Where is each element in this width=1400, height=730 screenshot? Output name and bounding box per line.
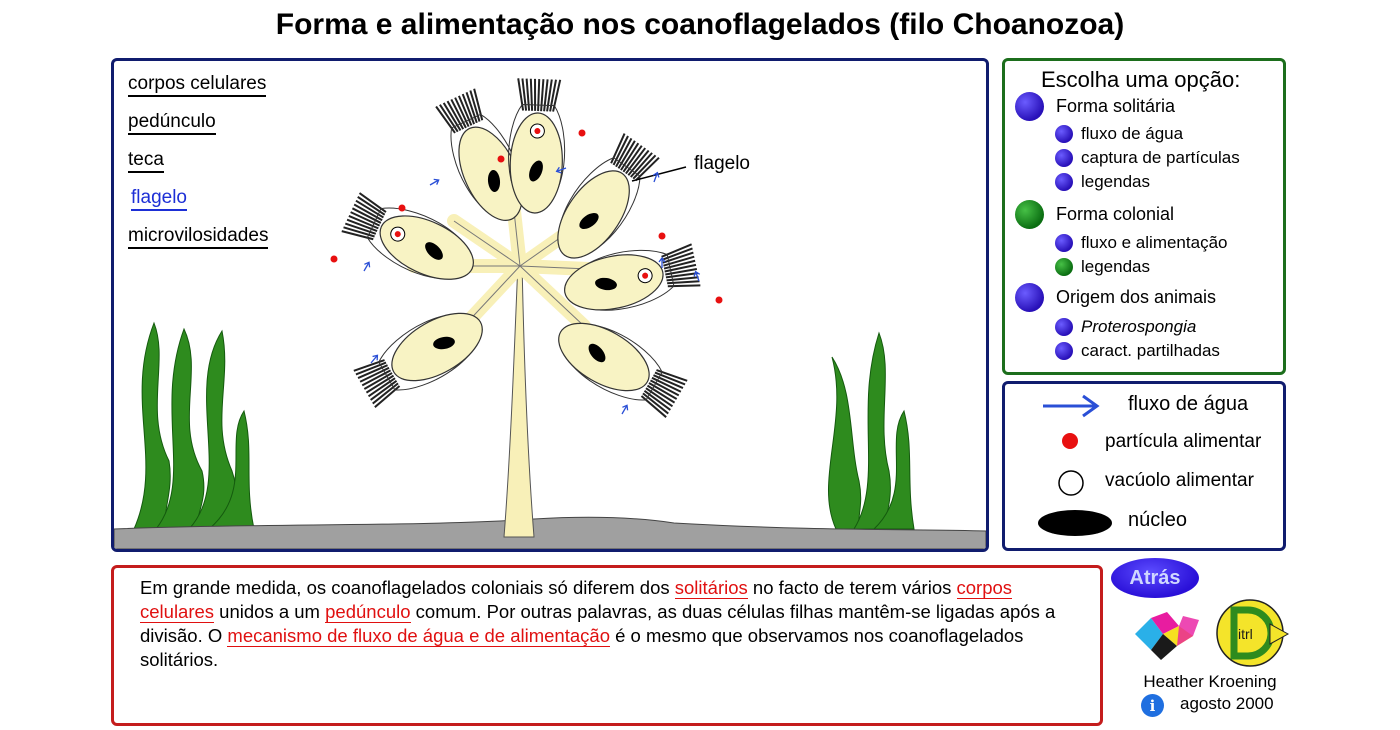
label-corpos-celulares[interactable]: corpos celulares xyxy=(128,73,267,97)
legend-food-particle: partícula alimentar xyxy=(1105,431,1262,452)
option-bullet-icon xyxy=(1055,173,1073,191)
option-bullet-icon xyxy=(1055,342,1073,360)
water-flow-arrow-icon xyxy=(1043,394,1100,418)
option-bullet-icon xyxy=(1015,200,1044,229)
option-caract-partilhadas[interactable]: caract. partilhadas xyxy=(1055,341,1220,361)
option-bullet-icon xyxy=(1015,283,1044,312)
page-title: Forma e alimentação nos coanoflagelados … xyxy=(275,8,1125,41)
flagellum-pointer-label: flagelo xyxy=(694,153,750,174)
link-corpos-celulares[interactable]: corpos celulares xyxy=(140,577,1013,623)
option-bullet-icon xyxy=(1055,258,1073,276)
option-origem-dos-animais[interactable]: Origem dos animais xyxy=(1015,283,1216,312)
food-particle-icon xyxy=(1062,433,1078,449)
option-fluxo-de-agua[interactable]: fluxo de água xyxy=(1055,124,1183,144)
options-menu: Escolha uma opção: Forma solitária fluxo… xyxy=(1002,58,1286,375)
link-mecanismo[interactable]: mecanismo de fluxo de água e de alimenta… xyxy=(227,625,610,647)
info-icon[interactable]: i xyxy=(1141,694,1164,717)
link-pedunculo[interactable]: pedúnculo xyxy=(325,601,411,623)
link-solitarios[interactable]: solitários xyxy=(674,577,748,599)
illustration-panel: corpos celulares pedúnculo teca flagelo … xyxy=(111,58,989,552)
option-bullet-icon xyxy=(1055,125,1073,143)
option-legendas-colonial[interactable]: legendas xyxy=(1055,257,1150,277)
dtrl-logo-icon[interactable]: itrl xyxy=(1214,598,1290,668)
option-legendas-solitaria[interactable]: legendas xyxy=(1055,172,1150,192)
option-proterospongia[interactable]: Proterospongia xyxy=(1055,317,1196,337)
legend-food-vacuole: vacúolo alimentar xyxy=(1105,470,1254,491)
cell-body xyxy=(508,78,566,214)
food-vacuole-icon xyxy=(1058,470,1084,496)
cell-body xyxy=(557,133,660,259)
cell-body xyxy=(558,322,688,418)
logo2-text: itrl xyxy=(1238,626,1253,642)
cell-body xyxy=(564,243,701,311)
author: Heather Kroening xyxy=(1143,672,1277,691)
legend-water-flow: fluxo de água xyxy=(1128,393,1249,415)
option-forma-solitaria[interactable]: Forma solitária xyxy=(1015,92,1175,121)
label-pedunculo[interactable]: pedúnculo xyxy=(128,111,216,135)
nucleus-icon xyxy=(1038,510,1112,536)
legend-nucleus: núcleo xyxy=(1128,509,1187,531)
label-microvilosidades[interactable]: microvilosidades xyxy=(128,225,269,249)
cell-body xyxy=(435,88,523,221)
option-bullet-icon xyxy=(1055,318,1073,336)
description-text: Em grande medida, os coanoflagelados col… xyxy=(140,577,1056,670)
cell-body xyxy=(353,312,483,408)
label-list: corpos celulares pedúnculo teca flagelo … xyxy=(128,73,269,263)
option-bullet-icon xyxy=(1055,149,1073,167)
cell-body xyxy=(341,192,474,280)
cube-logo-icon[interactable] xyxy=(1135,612,1199,660)
option-bullet-icon xyxy=(1055,234,1073,252)
label-flagelo[interactable]: flagelo xyxy=(131,187,187,211)
back-button[interactable]: Atrás xyxy=(1111,558,1199,598)
date: agosto 2000 xyxy=(1180,694,1274,713)
option-fluxo-e-alimentacao[interactable]: fluxo e alimentação xyxy=(1055,233,1227,253)
choanoflagellate-colony-illustration xyxy=(114,78,986,549)
option-captura-de-particulas[interactable]: captura de partículas xyxy=(1055,148,1240,168)
menu-title: Escolha uma opção: xyxy=(1041,67,1241,92)
legend-panel: fluxo de água partícula alimentar vacúol… xyxy=(1002,381,1286,551)
option-bullet-icon xyxy=(1015,92,1044,121)
description-panel: Em grande medida, os coanoflagelados col… xyxy=(111,565,1103,726)
label-teca[interactable]: teca xyxy=(128,149,164,173)
option-forma-colonial[interactable]: Forma colonial xyxy=(1015,200,1174,229)
legend-symbols xyxy=(1038,394,1112,536)
